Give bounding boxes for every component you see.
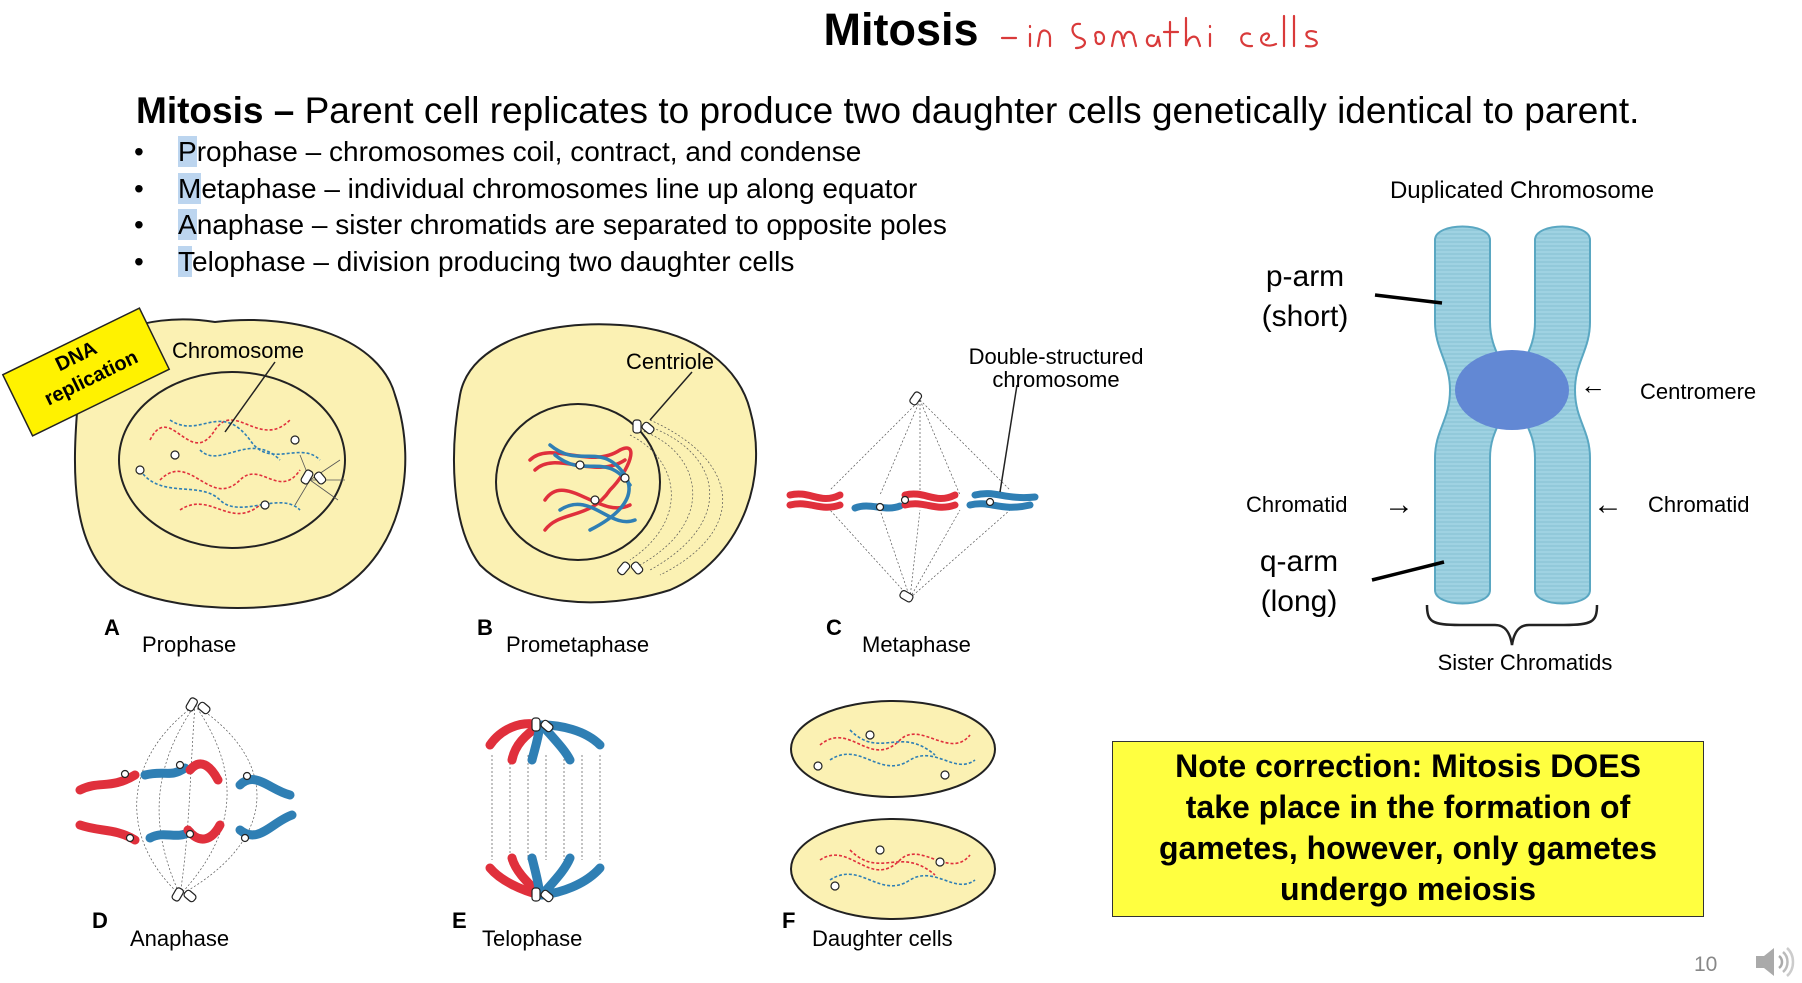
note-line: gametes, however, only gametes [1159,830,1657,866]
stage-a-letter: A [104,615,120,640]
bullet-initial: T [178,245,192,277]
stage-c-letter: C [826,615,842,640]
dna-replication-badge [1,307,171,437]
bullet-prophase: • Prophase – chromosomes coil, contract, … [134,134,947,171]
chromatid-right-arrow: ← [1593,488,1623,521]
speaker-icon[interactable] [1752,944,1796,980]
q-arm-label: q-arm [1260,545,1338,578]
q-arm-note: (long) [1261,585,1338,618]
centromere-arrow: ← [1580,370,1606,400]
stage-f-letter: F [782,908,795,933]
definition-term: Mitosis – [136,90,295,131]
note-line: undergo meiosis [1279,871,1537,907]
stage-d-letter: D [92,908,108,933]
sister-chromatids-label: Sister Chromatids [1438,650,1613,675]
chromatid-left-arrow: → [1384,488,1414,521]
bullet-text: elophase – division producing two daught… [192,245,795,277]
p-arm-label: p-arm [1266,260,1344,293]
stage-d-name: Anaphase [130,926,229,951]
chromatid-right-label: Chromatid [1648,492,1749,517]
stage-a-prophase-cell [73,318,407,609]
bullet-anaphase: • Anaphase – sister chromatids are separa… [134,207,947,244]
bullet-dot: • [134,172,144,204]
note-line: take place in the formation of [1185,789,1631,825]
centromere-label: Centromere [1640,379,1756,404]
stage-c-metaphase [786,384,1039,603]
definition-line: Mitosis – Parent cell replicates to prod… [136,90,1639,132]
chromatid-left-label: Chromatid [1246,492,1347,517]
bullet-dot: • [134,209,144,240]
note-correction-box: Note correction: Mitosis DOES take place… [1112,741,1704,917]
stage-f-name: Daughter cells [812,926,953,951]
label-centriole: Centriole [626,349,714,374]
page-number: 10 [1694,953,1718,976]
stage-b-name: Prometaphase [506,632,649,657]
chromosome-diagram-title: Duplicated Chromosome [1390,177,1654,204]
duplicated-chromosome [1371,225,1599,646]
note-line: Note correction: Mitosis DOES [1175,748,1641,784]
stage-a-name: Prophase [142,632,236,657]
definition-text: Parent cell replicates to produce two da… [294,90,1640,131]
stage-e-telophase [485,717,605,903]
stage-e-letter: E [452,908,467,933]
stage-e-name: Telophase [482,926,582,951]
bullet-telophase: • Telophase – division producing two daug… [134,244,947,281]
stage-c-name: Metaphase [862,632,971,657]
stage-f-daughter-cells [790,700,996,920]
page-title: Mitosis [823,4,979,55]
bullet-initial: M [178,172,202,204]
bullet-metaphase: • Metaphase – individual chromosomes line… [134,171,947,208]
bullet-text: etaphase – individual chromosomes line u… [201,172,918,204]
label-double-structured-1: Double-structured [969,344,1144,369]
bullet-dot: • [134,245,144,277]
phase-bullet-list: • Prophase – chromosomes coil, contract, … [134,134,947,280]
p-arm-note: (short) [1262,300,1349,333]
bullet-text: rophase – chromosomes coil, contract, an… [196,136,862,167]
stage-d-anaphase [75,697,297,903]
handwritten-note [1000,14,1318,50]
label-double-structured-2: chromosome [992,367,1119,392]
bullet-initial: A [178,209,197,240]
stage-b-prometaphase-cell [453,323,758,604]
bullet-initial: P [178,136,197,167]
label-chromosome: Chromosome [172,338,304,363]
bullet-text: naphase – sister chromatids are separate… [196,209,947,240]
stage-b-letter: B [477,615,493,640]
bullet-dot: • [134,136,144,167]
